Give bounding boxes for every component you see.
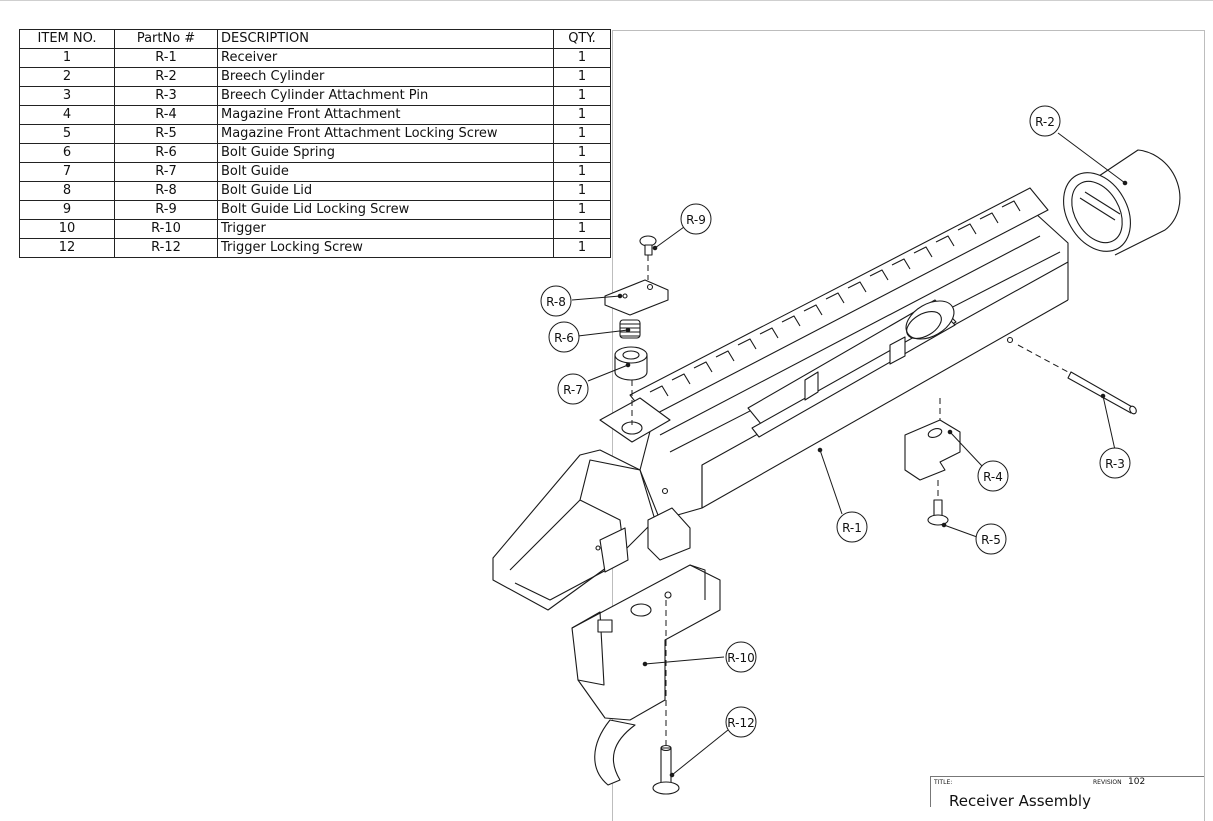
magazine-attachment-part (904, 419, 961, 481)
receiver-part (492, 187, 1069, 611)
callout-r8-label: R-8 (546, 295, 566, 309)
trigger-screw-part (652, 744, 680, 795)
bom-cell: Trigger Locking Screw (217, 238, 554, 258)
bom-cell: Breech Cylinder Attachment Pin (217, 86, 554, 106)
trigger-part (571, 564, 721, 786)
bom-header-partno: PartNo # (114, 29, 218, 49)
bom-header-row: ITEM NO. PartNo # DESCRIPTION QTY. (19, 29, 611, 49)
bolt-guide-lid-part (604, 279, 669, 316)
assembly-centerlines (631, 255, 1069, 745)
rail-teeth (649, 200, 1021, 397)
sheet-top-border (0, 0, 1213, 1)
callout-r6-label: R-6 (554, 331, 574, 345)
callout-r7-label: R-7 (563, 383, 583, 397)
drawing-title: Receiver Assembly (949, 792, 1091, 810)
revision-label: REVISION (1093, 779, 1122, 786)
callout-r9: R-9 (680, 203, 712, 235)
revision-value: 102 (1128, 777, 1146, 787)
bom-cell: Bolt Guide Lid Locking Screw (217, 200, 554, 220)
callout-r10-label: R-10 (727, 651, 754, 665)
callout-r9-label: R-9 (686, 213, 706, 227)
bom-cell: 1 (553, 181, 611, 201)
lid-screw-part (639, 235, 657, 256)
callout-r7: R-7 (557, 373, 589, 405)
callout-r4-label: R-4 (983, 470, 1003, 484)
title-block: TITLE: REVISION 102 Receiver Assembly (930, 776, 1204, 810)
leader-lines (571, 132, 1128, 778)
callout-r2-label: R-2 (1035, 115, 1055, 129)
callout-r12-label: R-12 (727, 716, 754, 730)
callout-r3-label: R-3 (1105, 457, 1125, 471)
callout-r8: R-8 (540, 285, 572, 317)
callout-r4: R-4 (977, 460, 1009, 492)
callout-r5-label: R-5 (981, 533, 1001, 547)
callout-r1-label: R-1 (842, 521, 862, 535)
breech-cylinder-part (1063, 149, 1181, 256)
callout-r12: R-12 (725, 706, 757, 738)
callout-r3: R-3 (1099, 447, 1131, 479)
bolt-guide-part (614, 346, 648, 381)
callout-r5: R-5 (975, 523, 1007, 555)
bom-cell: Magazine Front Attachment Locking Screw (217, 124, 554, 144)
bom-cell: 1 (553, 238, 611, 258)
bom-cell: 12 (19, 238, 115, 258)
callout-r6: R-6 (548, 321, 580, 353)
exploded-assembly-drawing: R-2 R-3 R-4 R-5 R-1 R-9 R-8 R-6 R-7 R-10… (492, 105, 1181, 795)
callout-r2: R-2 (1029, 105, 1061, 137)
title-label: TITLE: (934, 779, 953, 786)
callout-r10: R-10 (725, 641, 757, 673)
attachment-pin-part (1067, 371, 1137, 415)
locking-screw-part (927, 499, 949, 526)
callout-r1: R-1 (836, 511, 868, 543)
